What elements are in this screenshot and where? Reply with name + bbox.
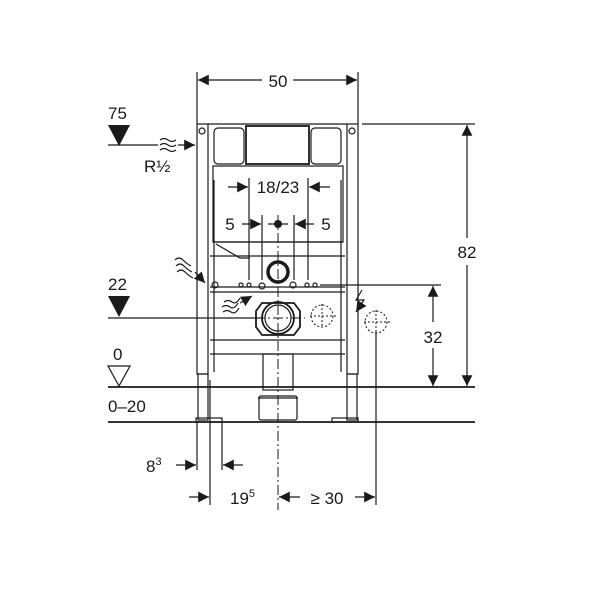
- floor-range-label: 0–20: [108, 397, 146, 416]
- width-label: 50: [269, 72, 288, 91]
- lightning-icon: [354, 289, 367, 313]
- dimension-foot-depth: 83: [146, 456, 243, 476]
- dimension-axis-offset: 195 ≥ 30: [189, 488, 375, 508]
- total-height-label: 82: [458, 243, 477, 262]
- water-inlet-level: 75 R½: [108, 104, 195, 176]
- inlet-height-label: 75: [108, 104, 127, 123]
- flush-offset-right-label: 5: [321, 215, 330, 234]
- foot-depth-sup: 3: [155, 456, 161, 468]
- water-wave-icon: [159, 137, 253, 314]
- drain-height-label: 22: [108, 275, 127, 294]
- outlet-height-label: 32: [424, 328, 443, 347]
- installation-frame: [195, 123, 359, 423]
- inlet-thread-label: R½: [144, 157, 170, 176]
- dimension-outlet-height: 32: [320, 284, 443, 386]
- svg-text:195: 195: [230, 488, 255, 508]
- electrical-socket-icon: [310, 304, 390, 334]
- foot-depth-label: 8: [146, 457, 155, 476]
- axis-offset-sup: 5: [249, 488, 255, 500]
- floor-lines: [108, 386, 475, 423]
- floor-level: 0 0–20: [106, 345, 146, 416]
- axis-offset-label: 19: [230, 489, 249, 508]
- dimension-total-height: 82: [362, 123, 477, 386]
- floor-level-label: 0: [113, 345, 122, 364]
- dimension-width: 50: [196, 72, 359, 124]
- flush-spacing-label: 18/23: [257, 178, 300, 197]
- flush-offset-left-label: 5: [225, 215, 234, 234]
- dimension-flush-spacing: 18/23 5 5: [225, 178, 331, 280]
- side-clearance-label: ≥ 30: [311, 489, 344, 508]
- svg-text:83: 83: [146, 456, 162, 476]
- drain-level: 22: [108, 275, 262, 319]
